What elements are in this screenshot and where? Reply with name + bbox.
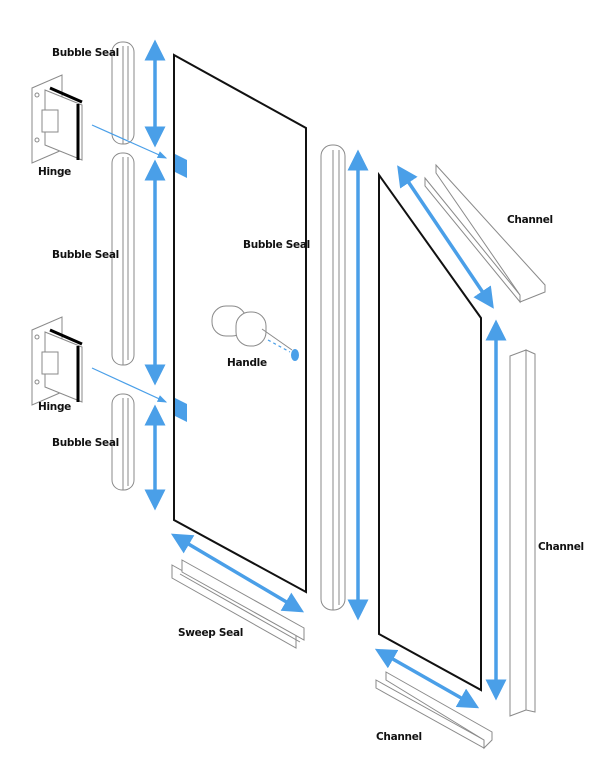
- hinge-top-part: [31, 74, 83, 164]
- arrow-channel-bottom: [374, 648, 480, 709]
- fixed-glass-panel: [378, 171, 482, 692]
- label-bubble-seal-top: Bubble Seal: [52, 47, 119, 59]
- bubble-seal-top-part: [111, 41, 135, 145]
- assembly-arrows: [144, 39, 507, 709]
- arrow-channel-top: [397, 165, 494, 309]
- label-handle: Handle: [227, 357, 267, 369]
- label-hinge-bottom: Hinge: [38, 401, 71, 413]
- label-bubble-seal-center: Bubble Seal: [243, 239, 310, 251]
- hinge-bottom-mount-mark: [175, 398, 187, 422]
- hinge-top-guide-line: [91, 124, 168, 159]
- hinge-bottom-guide-line: [91, 367, 168, 403]
- channel-right-part: [509, 349, 536, 717]
- bubble-seal-center-part: [320, 144, 346, 611]
- label-bubble-seal-bottom: Bubble Seal: [52, 437, 119, 449]
- handle-part: [211, 305, 293, 351]
- label-channel-right: Channel: [538, 541, 584, 553]
- handle-guide-line: [267, 339, 291, 353]
- label-channel-top: Channel: [507, 214, 553, 226]
- label-hinge-top: Hinge: [38, 166, 71, 178]
- hinge-top-mount-mark: [175, 154, 187, 178]
- label-sweep-seal: Sweep Seal: [178, 627, 243, 639]
- arrow-sweep-seal: [170, 533, 305, 613]
- bubble-seal-middle-part: [111, 152, 135, 366]
- hinge-bottom-part: [31, 316, 83, 406]
- label-channel-bottom: Channel: [376, 731, 422, 743]
- label-bubble-seal-middle: Bubble Seal: [52, 249, 119, 261]
- bubble-seal-bottom-part: [111, 393, 135, 491]
- handle-mount-mark: [291, 349, 299, 361]
